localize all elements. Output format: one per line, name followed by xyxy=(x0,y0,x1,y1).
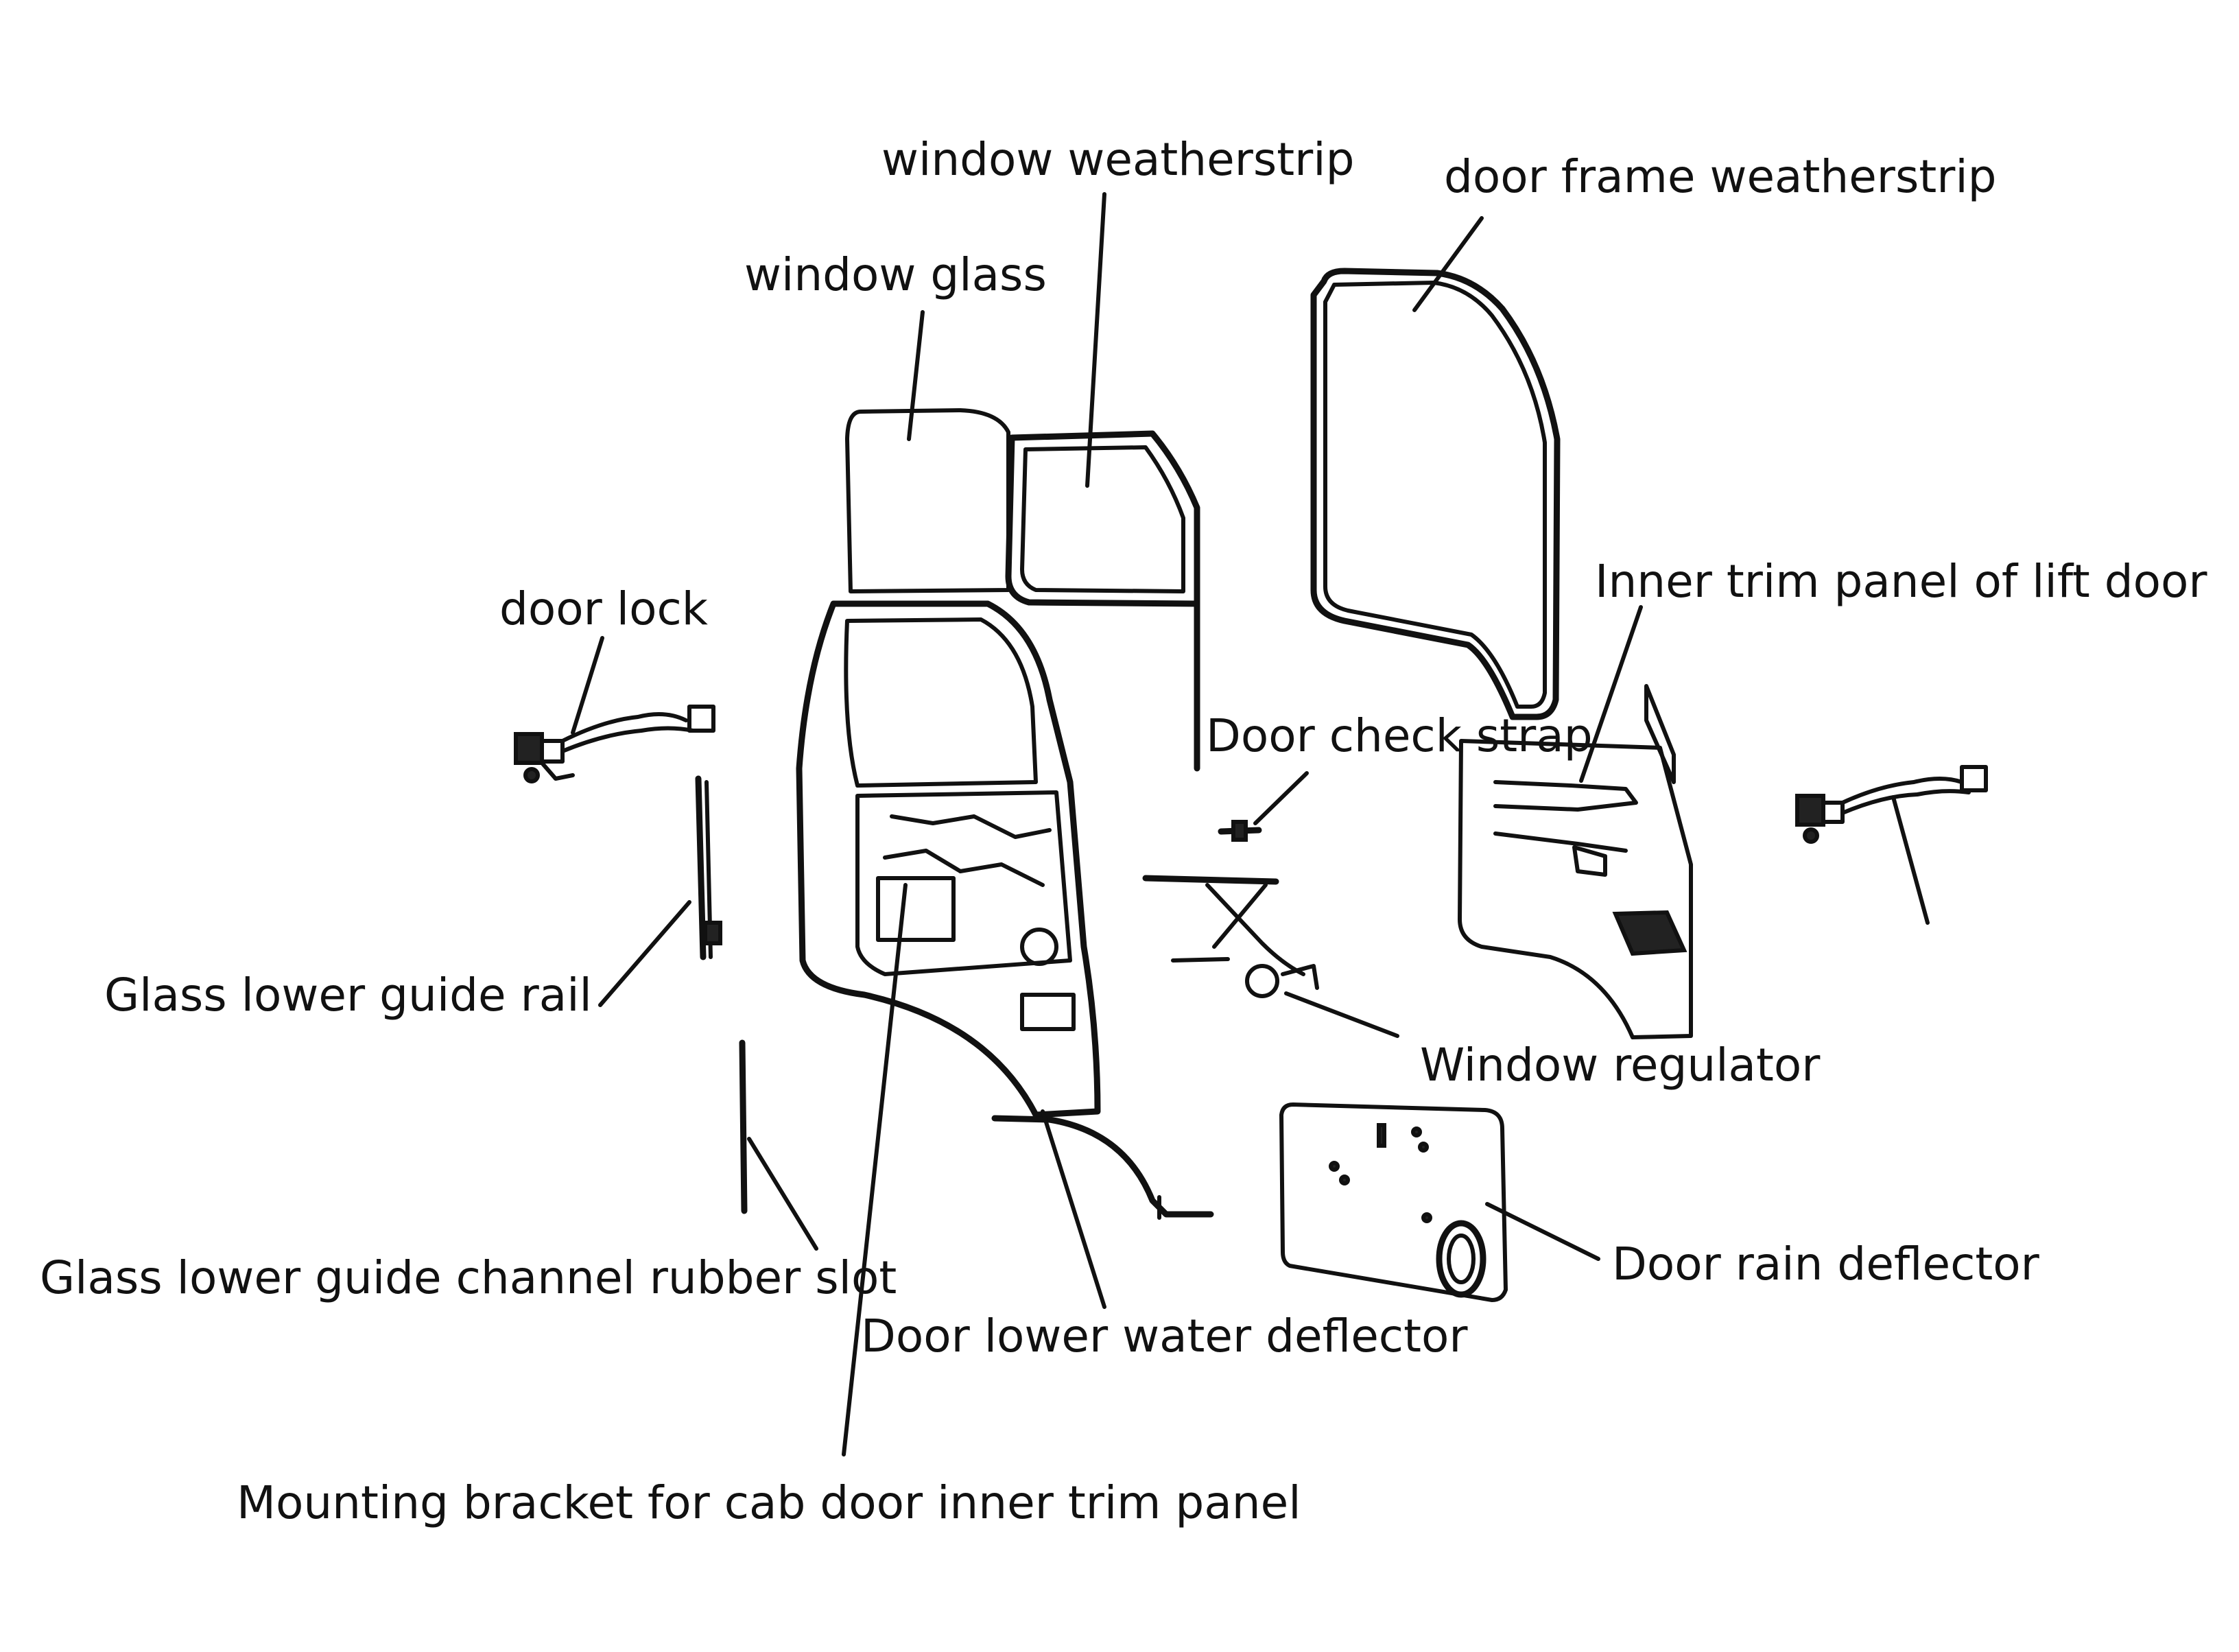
label-window-weatherstrip: window weatherstrip xyxy=(881,133,1355,186)
label-glass-lower-guide-channel: Glass lower guide channel rubber slot xyxy=(40,1251,897,1304)
door-shell-part xyxy=(796,600,1101,1118)
door-frame-weatherstrip-part xyxy=(1310,268,1561,720)
leader-door-lock xyxy=(571,636,604,735)
label-window-regulator: Window regulator xyxy=(1420,1039,1821,1092)
label-door-rain-deflector: Door rain deflector xyxy=(1612,1238,2039,1290)
label-mounting-bracket: Mounting bracket for cab door inner trim… xyxy=(237,1476,1301,1529)
label-door-lock: door lock xyxy=(499,582,708,635)
leader-window-weatherstrip xyxy=(1085,192,1106,488)
glass-lower-guide-channel-part xyxy=(739,1039,748,1214)
door-check-strap-part xyxy=(1218,820,1262,842)
leader-door-check-strap xyxy=(1253,771,1309,825)
window-weatherstrip-part xyxy=(1005,430,1200,772)
window-glass-part xyxy=(845,408,1010,593)
label-door-lower-water-deflector: Door lower water deflector xyxy=(861,1310,1468,1362)
window-regulator-part xyxy=(1142,875,1319,998)
leader-lines xyxy=(571,192,1930,1456)
label-door-check-strap: Door check strap xyxy=(1206,709,1593,762)
door-lock-right-part xyxy=(1795,765,1988,844)
leader-glass-lower-guide-rail xyxy=(598,900,691,1007)
leader-door-lock-right xyxy=(1891,795,1930,925)
leader-glass-lower-guide-channel xyxy=(747,1137,818,1251)
door-lock-left-part xyxy=(514,705,715,783)
leader-door-frame-weatherstrip xyxy=(1412,216,1484,312)
leader-door-rain-deflector xyxy=(1485,1202,1600,1261)
label-glass-lower-guide-rail: Glass lower guide rail xyxy=(104,969,592,1022)
leader-window-glass xyxy=(907,310,925,441)
door-rain-deflector-part xyxy=(1279,1102,1508,1302)
label-window-glass: window glass xyxy=(744,248,1047,301)
glass-lower-guide-rail-part xyxy=(695,775,722,960)
label-door-frame-weatherstrip: door frame weatherstrip xyxy=(1444,150,1997,203)
leader-mounting-bracket xyxy=(842,883,908,1456)
leader-window-regulator xyxy=(1284,991,1399,1038)
inner-trim-panel-part xyxy=(1458,684,1693,1039)
leader-door-lower-water-deflector xyxy=(1041,1109,1106,1309)
door-lower-water-deflector-part xyxy=(991,1115,1214,1220)
leader-inner-trim-panel xyxy=(1579,605,1643,783)
label-inner-trim-panel: Inner trim panel of lift door xyxy=(1595,555,2207,608)
